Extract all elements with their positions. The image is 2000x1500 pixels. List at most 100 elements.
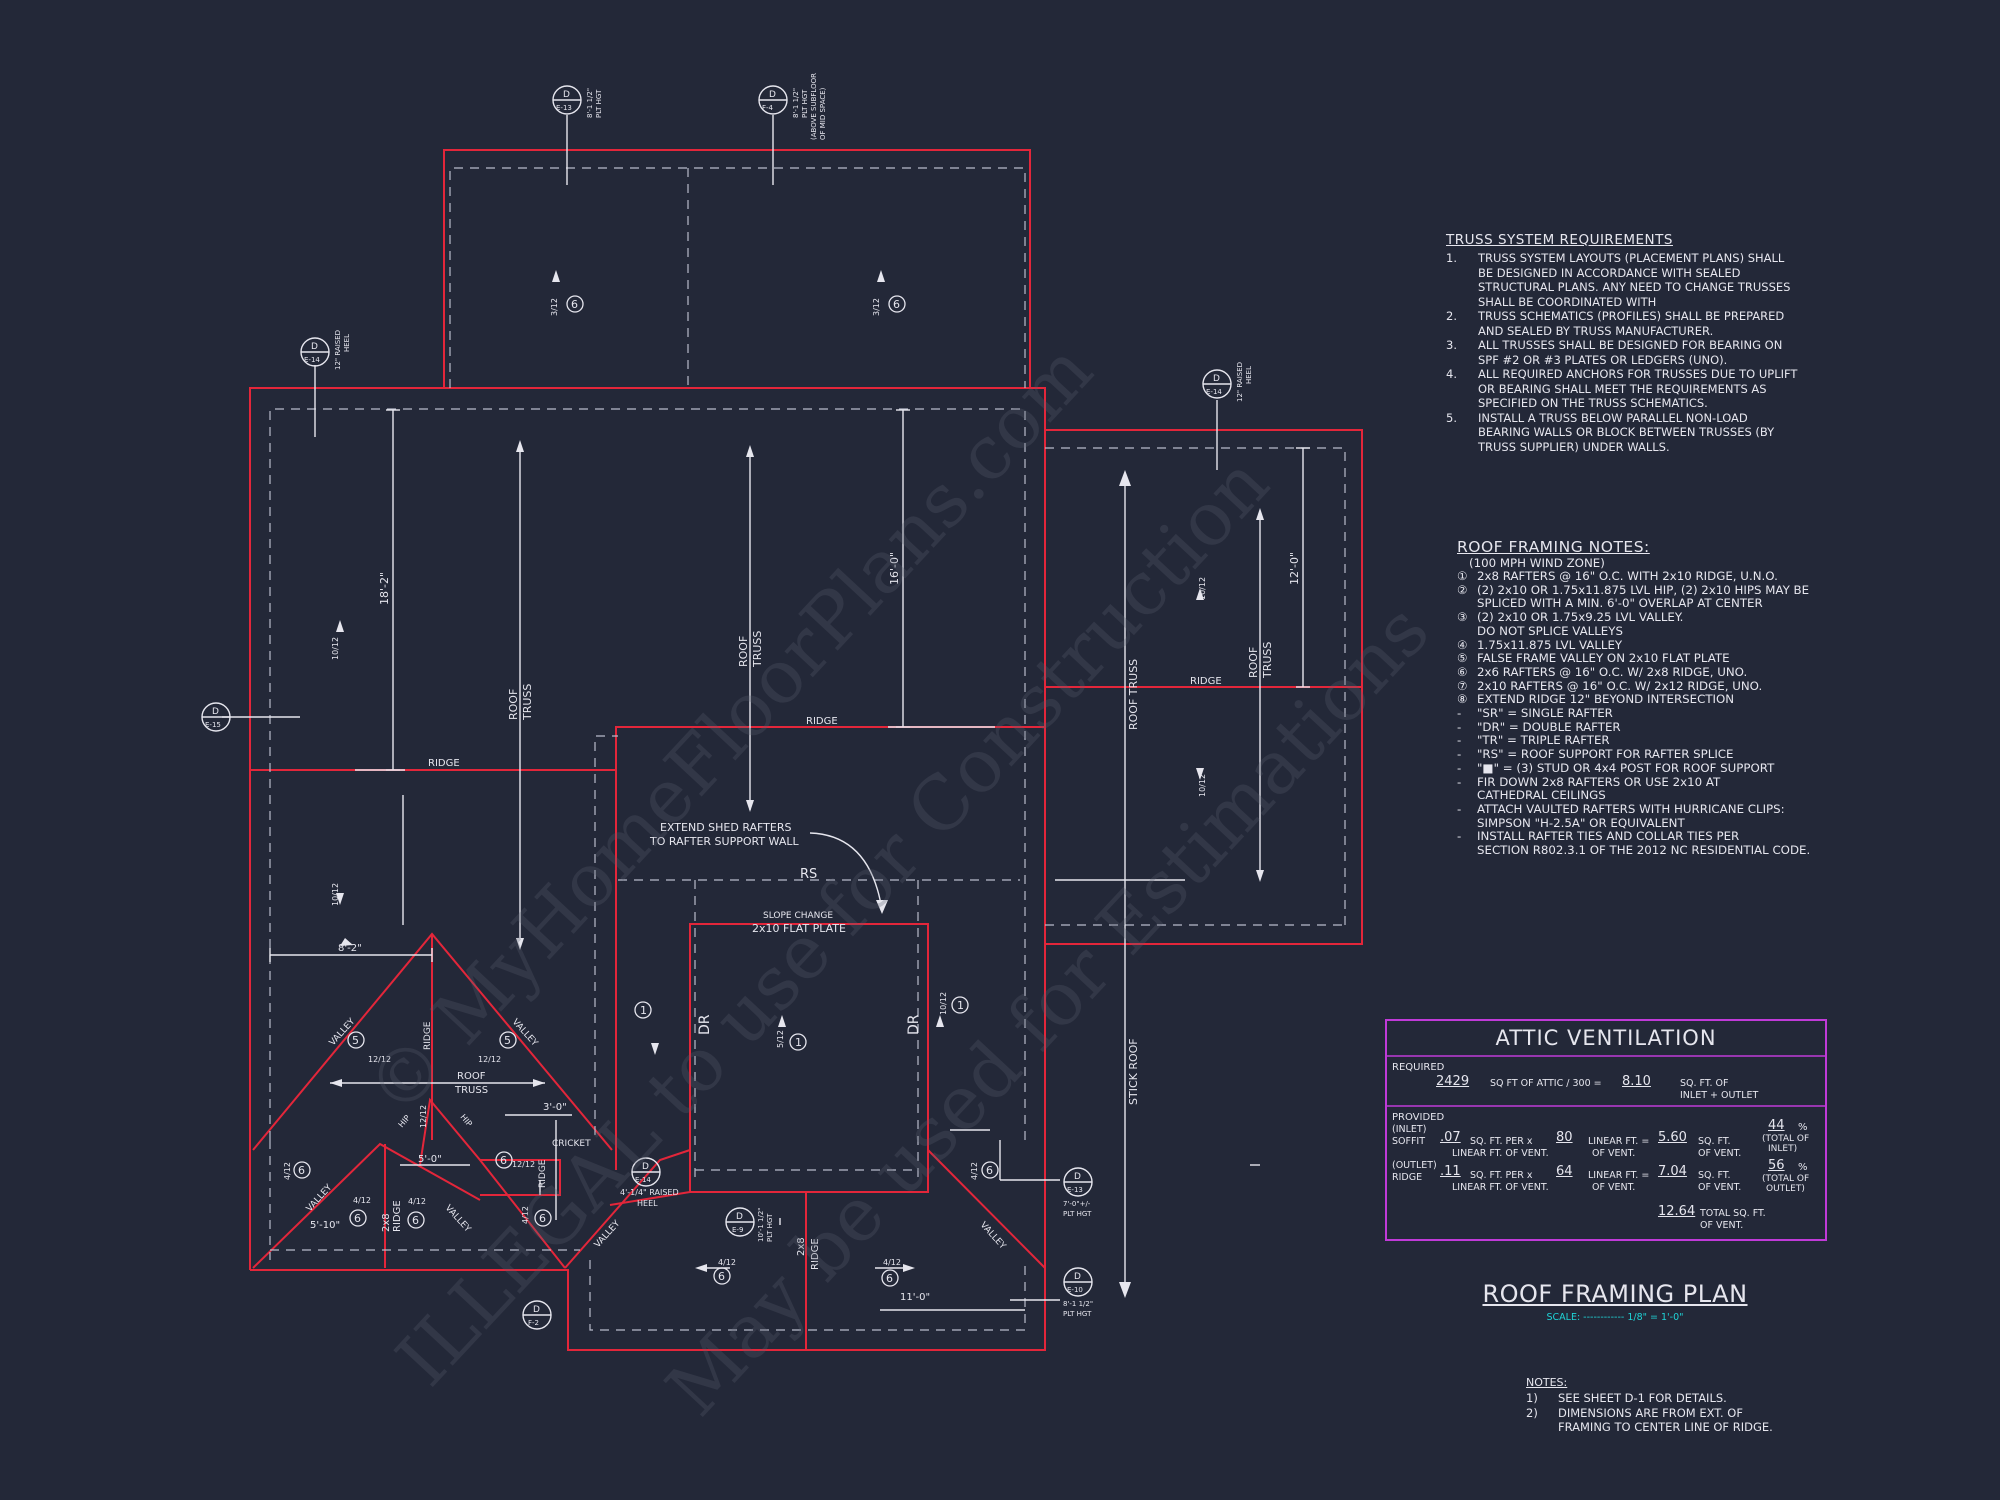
pitch-4-12: 4/12 (718, 1258, 736, 1267)
pitch-12-12: 12/12 (419, 1105, 428, 1128)
framing-note-text: (2) 2x10 OR 1.75x9.25 LVL VALLEY. (1477, 610, 1684, 625)
cricket-label: CRICKET (552, 1139, 591, 1149)
rafter-mark-6: 6 (718, 1270, 725, 1283)
truss-note-text: TRUSS SUPPLIER) UNDER WALLS. (1478, 439, 1670, 454)
ridge-percent-sign: % (1798, 1162, 1808, 1173)
framing-note-line: -"SR" = SINGLE RAFTER (1457, 706, 1857, 721)
framing-note-line: ⑤ FALSE FRAME VALLEY ON 2x10 FLAT PLATE (1457, 652, 1857, 666)
tag-d: D (311, 342, 318, 352)
framing-note-line: SPLICED WITH A MIN. 6'-0" OVERLAP AT CEN… (1457, 597, 1857, 611)
rafter-mark-1: 1 (957, 999, 964, 1012)
extend-note-line1: EXTEND SHED RAFTERS (660, 821, 791, 834)
rafter-mark-6: 6 (412, 1214, 419, 1227)
sheet-note-number: 1) (1526, 1391, 1538, 1405)
framing-note-number: ⑥ (1457, 664, 1468, 679)
roof-label: ROOF (737, 636, 750, 667)
ridge-lines (222, 115, 1304, 1311)
roof-label: ROOF (507, 689, 520, 720)
framing-note-text: 1.75x11.875 LVL VALLEY (1477, 637, 1623, 652)
dr-label: DR (906, 1014, 922, 1035)
ridge-vent-label: RIDGE (1392, 1172, 1423, 1183)
tag-d: D (212, 707, 219, 717)
framing-note-line: SECTION R802.3.1 OF THE 2012 NC RESIDENT… (1457, 843, 1857, 858)
truss-note-line: SHALL BE COORDINATED WITH (1446, 295, 1806, 310)
truss-note-text: BEARING WALLS OR BLOCK BETWEEN TRUSSES (… (1478, 425, 1775, 439)
framing-note-line: -INSTALL RAFTER TIES AND COLLAR TIES PER (1457, 830, 1857, 844)
heel-label: HEEL (637, 1199, 658, 1208)
framing-note-text: 2x6 RAFTERS @ 16" O.C. W/ 2x8 RIDGE, UNO… (1477, 664, 1748, 679)
truss-note-text: STRUCTURAL PLANS. ANY NEED TO CHANGE TRU… (1478, 280, 1791, 294)
truss-note-line: SPF #2 OR #3 PLATES OR LEDGERS (UNO). (1446, 353, 1806, 368)
pitch-12-12: 12/12 (478, 1055, 501, 1064)
framing-note-number (1457, 597, 1477, 611)
truss-note-number (1446, 440, 1478, 455)
ridge-label: RIDGE (392, 1200, 403, 1232)
truss-note-number (1446, 353, 1478, 368)
sheet-note-number (1526, 1420, 1558, 1435)
roof-framing-notes-title: ROOF FRAMING NOTES: (1457, 538, 1650, 556)
framing-note-line: DO NOT SPLICE VALLEYS (1457, 623, 1857, 639)
rafter-mark-5: 5 (504, 1034, 511, 1047)
attic-ventilation-table: ATTIC VENTILATION REQUIRED 2429 SQ FT OF… (1384, 1018, 1828, 1242)
stick-roof-label: STICK ROOF (1127, 1038, 1140, 1105)
tag-d: D (563, 90, 570, 100)
framing-note-text: INSTALL RAFTER TIES AND COLLAR TIES PER (1477, 829, 1740, 844)
framing-note-number: ⑤ (1457, 651, 1468, 666)
total-vent-l2: OF VENT. (1700, 1220, 1744, 1231)
pitch-5-12: 5/12 (776, 1030, 785, 1048)
framing-note-line: -FIR DOWN 2x8 RAFTERS OR USE 2x10 AT (1457, 774, 1857, 790)
raised-heel-note: 12" RAISED (334, 330, 342, 370)
plate-height-note: PLT HGT (766, 1213, 774, 1242)
ridge-length: 64 (1556, 1164, 1573, 1179)
roof-truss-label: ROOF TRUSS (1127, 659, 1140, 730)
rafter-mark-6: 6 (539, 1212, 546, 1225)
framing-note-line: -"TR" = TRIPLE RAFTER (1457, 734, 1857, 748)
truss-note-number (1446, 425, 1478, 440)
soffit-per-l1: SQ. FT. PER x (1470, 1136, 1533, 1147)
framing-note-line: CATHEDRAL CEILINGS (1457, 789, 1857, 803)
raised-heel-note: 12" RAISED (1236, 362, 1244, 402)
pitch-10-12: 10/12 (1198, 577, 1207, 600)
truss-requirements-title: TRUSS SYSTEM REQUIREMENTS (1446, 232, 1673, 248)
framing-note-text: FALSE FRAME VALLEY ON 2x10 FLAT PLATE (1477, 651, 1730, 666)
plan-labels: RIDGE RIDGE RIDGE RS SLOPE CHANGE 2x10 F… (205, 73, 1301, 1327)
tag-d: D (1213, 374, 1220, 384)
framing-note-text: "■" = (3) STUD OR 4x4 POST FOR ROOF SUPP… (1477, 760, 1775, 775)
rafter-mark-6: 6 (893, 298, 900, 311)
rafter-mark-6: 6 (298, 1164, 305, 1177)
framing-note-text: (2) 2x10 OR 1.75x11.875 LVL HIP, (2) 2x1… (1477, 582, 1810, 597)
ridge-lf-l2: OF VENT. (1592, 1182, 1636, 1193)
framing-note-text: "DR" = DOUBLE RAFTER (1477, 719, 1621, 734)
truss-note-number (1446, 266, 1478, 281)
plate-height-note: PLT HGT (1063, 1210, 1092, 1218)
framing-note-number: - (1457, 747, 1462, 762)
framing-note-text: ATTACH VAULTED RAFTERS WITH HURRICANE CL… (1477, 801, 1785, 816)
sheet-notes: NOTES: 1)SEE SHEET D-1 FOR DETAILS.2)DIM… (1526, 1376, 1826, 1435)
pitch-4-12: 4/12 (408, 1197, 426, 1206)
ridge-area: 7.04 (1658, 1164, 1687, 1179)
framing-note-text: 2x10 RAFTERS @ 16" O.C. W/ 2x12 RIDGE, U… (1477, 678, 1763, 693)
framing-note-number: ④ (1457, 637, 1468, 652)
total-outlet-l1: (TOTAL OF (1762, 1174, 1810, 1184)
inlet-label: (INLET) (1392, 1124, 1427, 1135)
dim-12-0: 12'-0" (1288, 552, 1301, 585)
framing-note-text: "TR" = TRIPLE RAFTER (1477, 733, 1610, 748)
framing-note-number: - (1457, 760, 1462, 775)
framing-note-number (1457, 625, 1477, 639)
framing-note-number: - (1457, 774, 1462, 789)
framing-note-number: - (1457, 829, 1462, 844)
plan-title-block: ROOF FRAMING PLAN SCALE: ------------ 1/… (1480, 1280, 1750, 1323)
pitch-10-12: 10/12 (331, 883, 340, 906)
valley-label: VALLEY (305, 1182, 335, 1214)
framing-note-text: DO NOT SPLICE VALLEYS (1477, 623, 1623, 638)
framing-note-number (1457, 844, 1477, 858)
truss-note-line: SPECIFIED ON THE TRUSS SCHEMATICS. (1446, 396, 1806, 411)
framing-note-text: FIR DOWN 2x8 RAFTERS OR USE 2x10 AT (1477, 774, 1721, 789)
tag-f2: F-2 (528, 1319, 539, 1327)
tag-d: D (736, 1212, 743, 1222)
ridge-per-l1: SQ. FT. PER x (1470, 1170, 1533, 1181)
tag-e9: E-9 (732, 1226, 743, 1234)
rafter-mark-circles (293, 295, 999, 1287)
total-vent-area: 12.64 (1658, 1204, 1696, 1219)
framing-note-number: ① (1457, 569, 1468, 583)
